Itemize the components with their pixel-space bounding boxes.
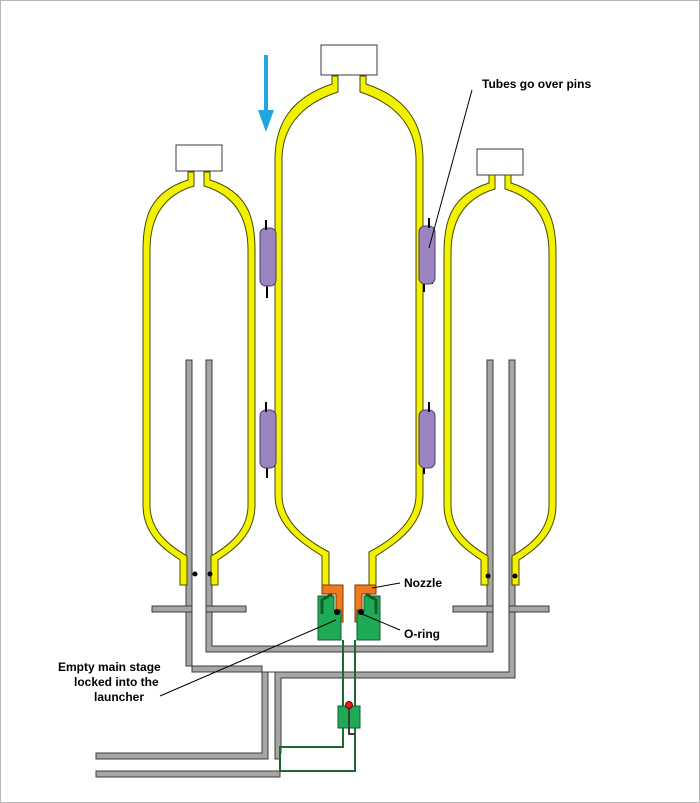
right-booster-bottle [443, 148, 557, 586]
pin-tube-left-lower [259, 402, 277, 478]
label-main-stage-line-2: locked into the [74, 675, 159, 689]
left-booster-bottle [142, 144, 256, 586]
main-stage-bottle [274, 44, 424, 586]
air-supply-line [279, 640, 361, 772]
pin-tube-left-upper [259, 220, 277, 298]
label-nozzle: Nozzle [404, 576, 442, 590]
label-tubes-over-pins: Tubes go over pins [482, 77, 591, 91]
launch-clamp [317, 592, 381, 641]
label-main-stage-line-1: Empty main stage [58, 660, 161, 674]
pin-tube-right-lower [418, 402, 436, 474]
launcher-base [95, 359, 550, 778]
pin-tube-right-upper [418, 218, 436, 292]
label-o-ring: O-ring [404, 627, 440, 641]
label-main-stage-line-3: launcher [94, 690, 144, 704]
down-arrow-icon [258, 55, 274, 132]
valve-knob [345, 701, 353, 709]
leader-lines [159, 89, 473, 697]
